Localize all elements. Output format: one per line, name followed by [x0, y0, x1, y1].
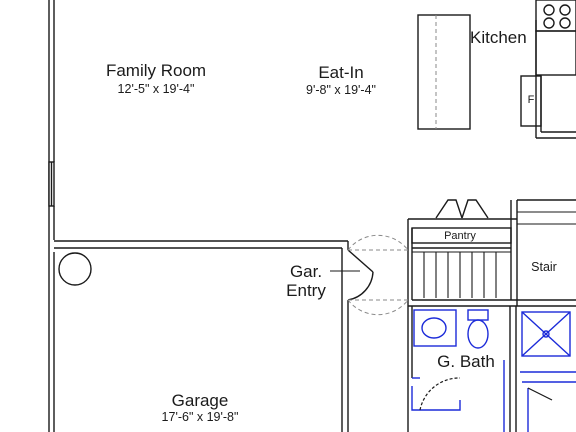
bath-doors [419, 377, 553, 411]
pantry-door-right [461, 199, 489, 219]
stair-treads [412, 211, 576, 298]
burner [559, 17, 571, 29]
fridge-label: F [527, 94, 535, 106]
stair-label: Stair [531, 260, 557, 274]
pantry-door-left [435, 199, 463, 219]
dashed-elements [347, 15, 437, 316]
garage-name: Garage [171, 391, 229, 410]
eat-in-dims: 9'-8" x 19'-4" [306, 83, 376, 97]
garage-entry-door-swing [347, 271, 374, 301]
shower [521, 311, 571, 357]
toilet-bowl [467, 319, 489, 349]
water-heater [58, 252, 92, 286]
closet-door [527, 387, 553, 401]
guest-bath-label: G. Bath [437, 352, 495, 371]
kitchen-name: Kitchen [470, 28, 527, 47]
vanity [413, 309, 457, 347]
garage-entry-label-2: Entry [286, 281, 326, 300]
range [535, 0, 576, 32]
pantry-label: Pantry [444, 230, 476, 242]
shower-drain [542, 330, 550, 338]
burner [559, 4, 571, 16]
eat-in-name: Eat-In [318, 63, 364, 82]
door-swing-top [347, 234, 409, 251]
refrigerator [520, 75, 542, 127]
garage-dims: 17'-6" x 19'-8" [161, 410, 239, 424]
door-swing-bottom [347, 299, 409, 316]
family-room-name: Family Room [105, 61, 207, 80]
shower-diagonal [521, 311, 571, 357]
walls [48, 0, 576, 432]
burner [543, 17, 555, 29]
sink [421, 317, 447, 339]
bath-door-swing [419, 377, 461, 411]
burner [543, 4, 555, 16]
toilet-tank [467, 309, 489, 321]
garage-entry-label-1: Gar. [289, 262, 323, 281]
kitchen-counter [535, 30, 576, 76]
bath-linen [411, 386, 461, 411]
kitchen-island [417, 14, 471, 130]
garage-entry-door [347, 249, 374, 273]
bath-fixtures [411, 309, 576, 432]
family-room-dims: 12'-5" x 19'-4" [117, 82, 195, 96]
